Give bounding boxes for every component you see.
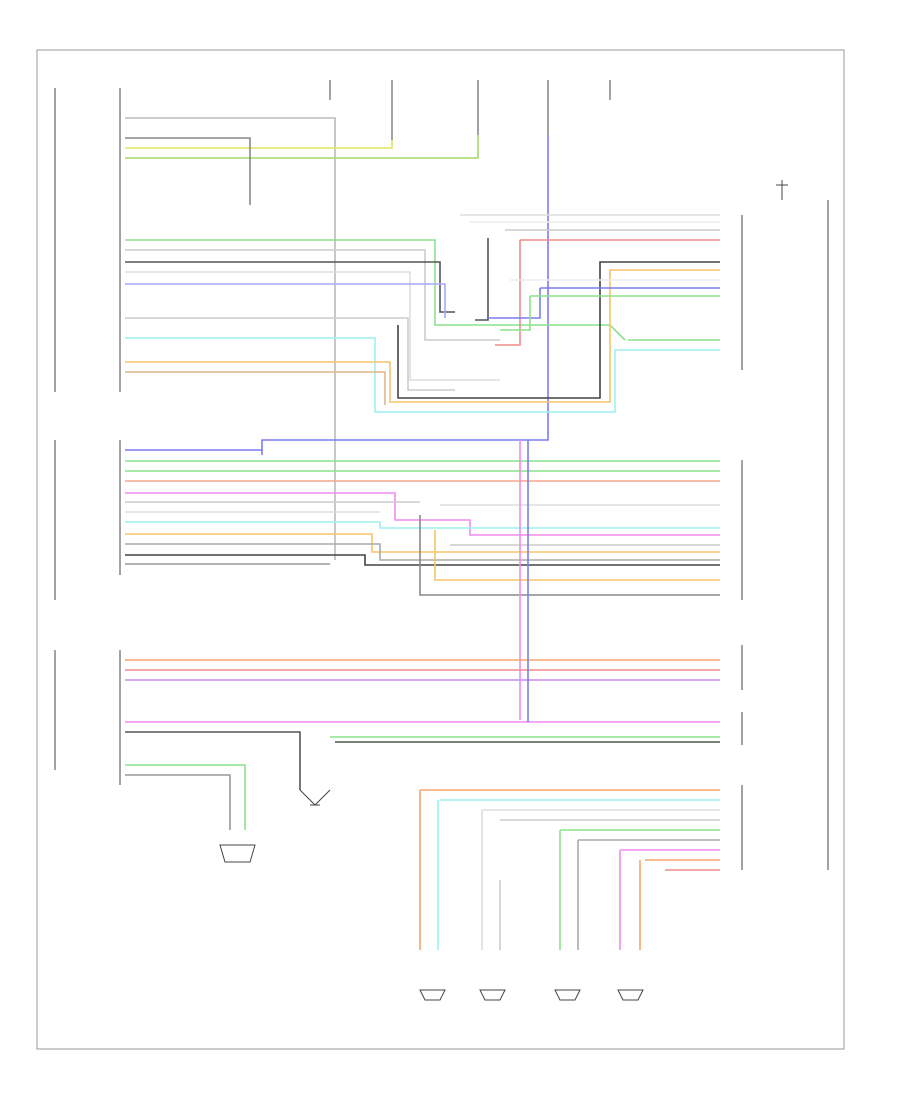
diagram-frame bbox=[36, 49, 845, 1050]
ground-terminals bbox=[299, 180, 788, 806]
wires-middle-section bbox=[125, 440, 720, 720]
wires-lower-section bbox=[125, 440, 720, 950]
wires-top-section bbox=[125, 117, 720, 560]
top-switches bbox=[329, 80, 611, 140]
left-component-brackets bbox=[54, 88, 829, 870]
speakers bbox=[219, 844, 644, 1001]
